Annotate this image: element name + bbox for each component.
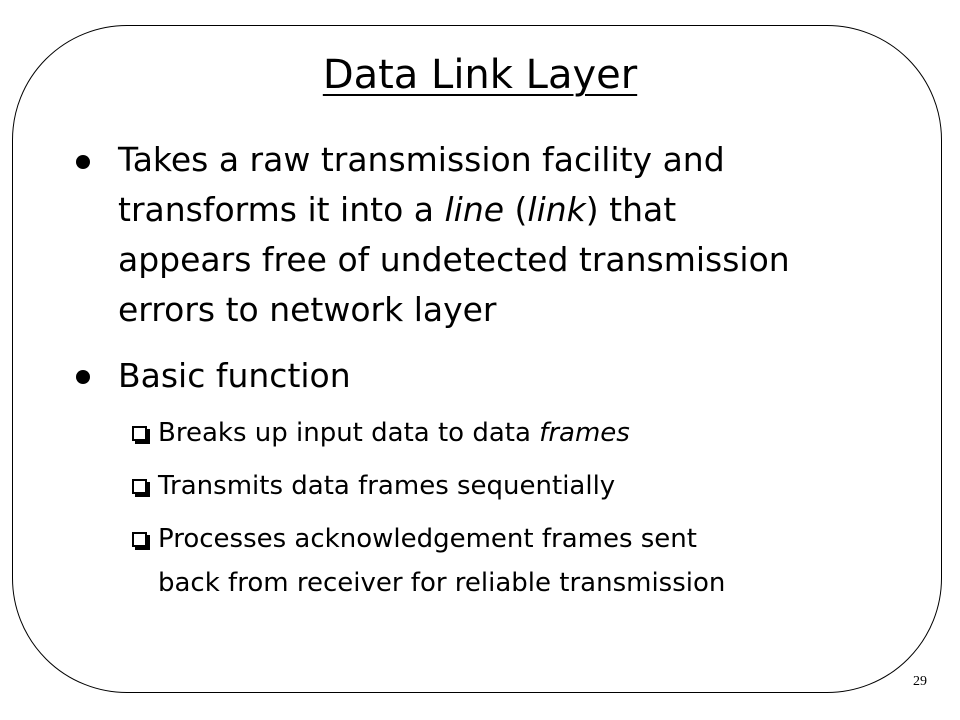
sub-item-3-line-1: Processes acknowledgement frames sent	[158, 524, 697, 554]
bullet-1-line-1: Takes a raw transmission facility and	[118, 140, 725, 179]
bullet-2-text: Basic function	[118, 356, 351, 395]
checkbox-bullet-icon	[132, 532, 147, 547]
sub-item-2: Transmits data frames sequentially	[158, 471, 616, 501]
slide-title: Data Link Layer	[0, 48, 960, 102]
sub-item-3-line-2: back from receiver for reliable transmis…	[158, 568, 726, 598]
checkbox-bullet-icon	[132, 479, 147, 494]
emphasis-line: line	[444, 190, 505, 229]
bullet-1-line-4: errors to network layer	[118, 290, 497, 329]
bullet-1-line-2-text-c: ) that	[585, 190, 677, 229]
sub-item-1-text: Breaks up input data to data	[158, 418, 540, 448]
bullet-1-line-2-text-a: transforms it into a	[118, 190, 445, 229]
bullet-1-line-2: transforms it into a line (link) that	[118, 186, 676, 234]
slide-border-frame	[12, 25, 942, 693]
bullet-1-line-2-text-b: (	[504, 190, 528, 229]
emphasis-link: link	[527, 190, 586, 229]
page-number: 29	[913, 674, 927, 689]
sub-item-1: Breaks up input data to data frames	[158, 410, 630, 456]
slide-title-text: Data Link Layer	[322, 52, 638, 98]
checkbox-bullet-icon	[132, 426, 147, 441]
emphasis-frames: frames	[539, 418, 630, 448]
bullet-dot-icon	[76, 370, 90, 384]
bullet-dot-icon	[76, 155, 90, 169]
bullet-1-line-3: appears free of undetected transmission	[118, 240, 790, 279]
